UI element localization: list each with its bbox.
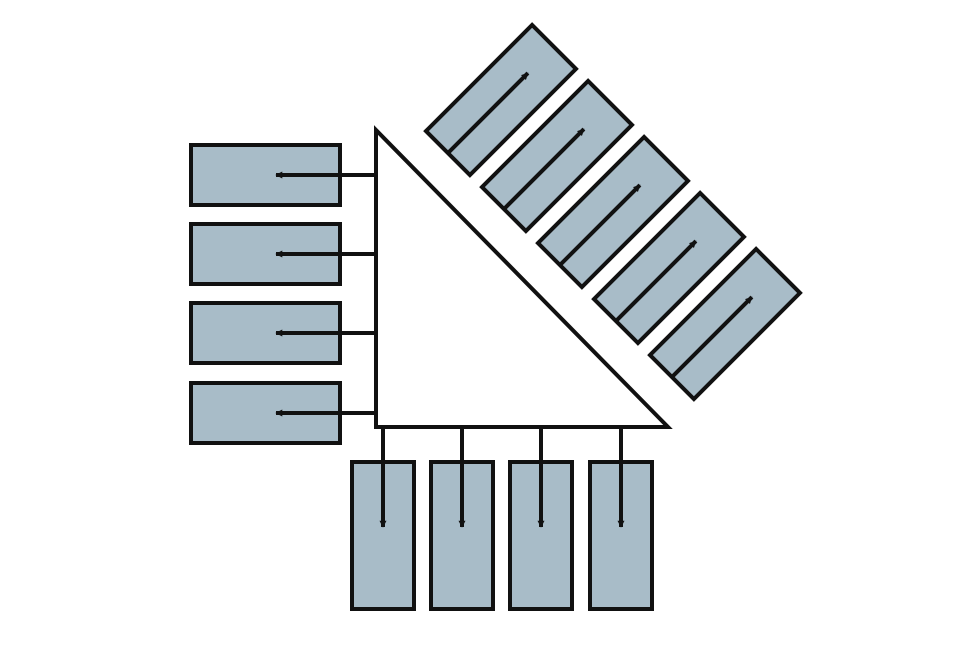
hypotenuse-output-arrow: [671, 295, 754, 378]
hypotenuse-output-arrow: [559, 183, 642, 266]
bottom-output-group: [350, 427, 654, 611]
hypotenuse-output-arrow: [503, 127, 586, 210]
left-output-group: [189, 143, 376, 445]
hypotenuse-output-arrow: [615, 239, 698, 322]
hypotenuse-output-group: [423, 22, 803, 402]
hypotenuse-output-arrow: [447, 71, 530, 154]
bottom-output-box: [588, 460, 654, 611]
center-triangle: [374, 125, 673, 429]
